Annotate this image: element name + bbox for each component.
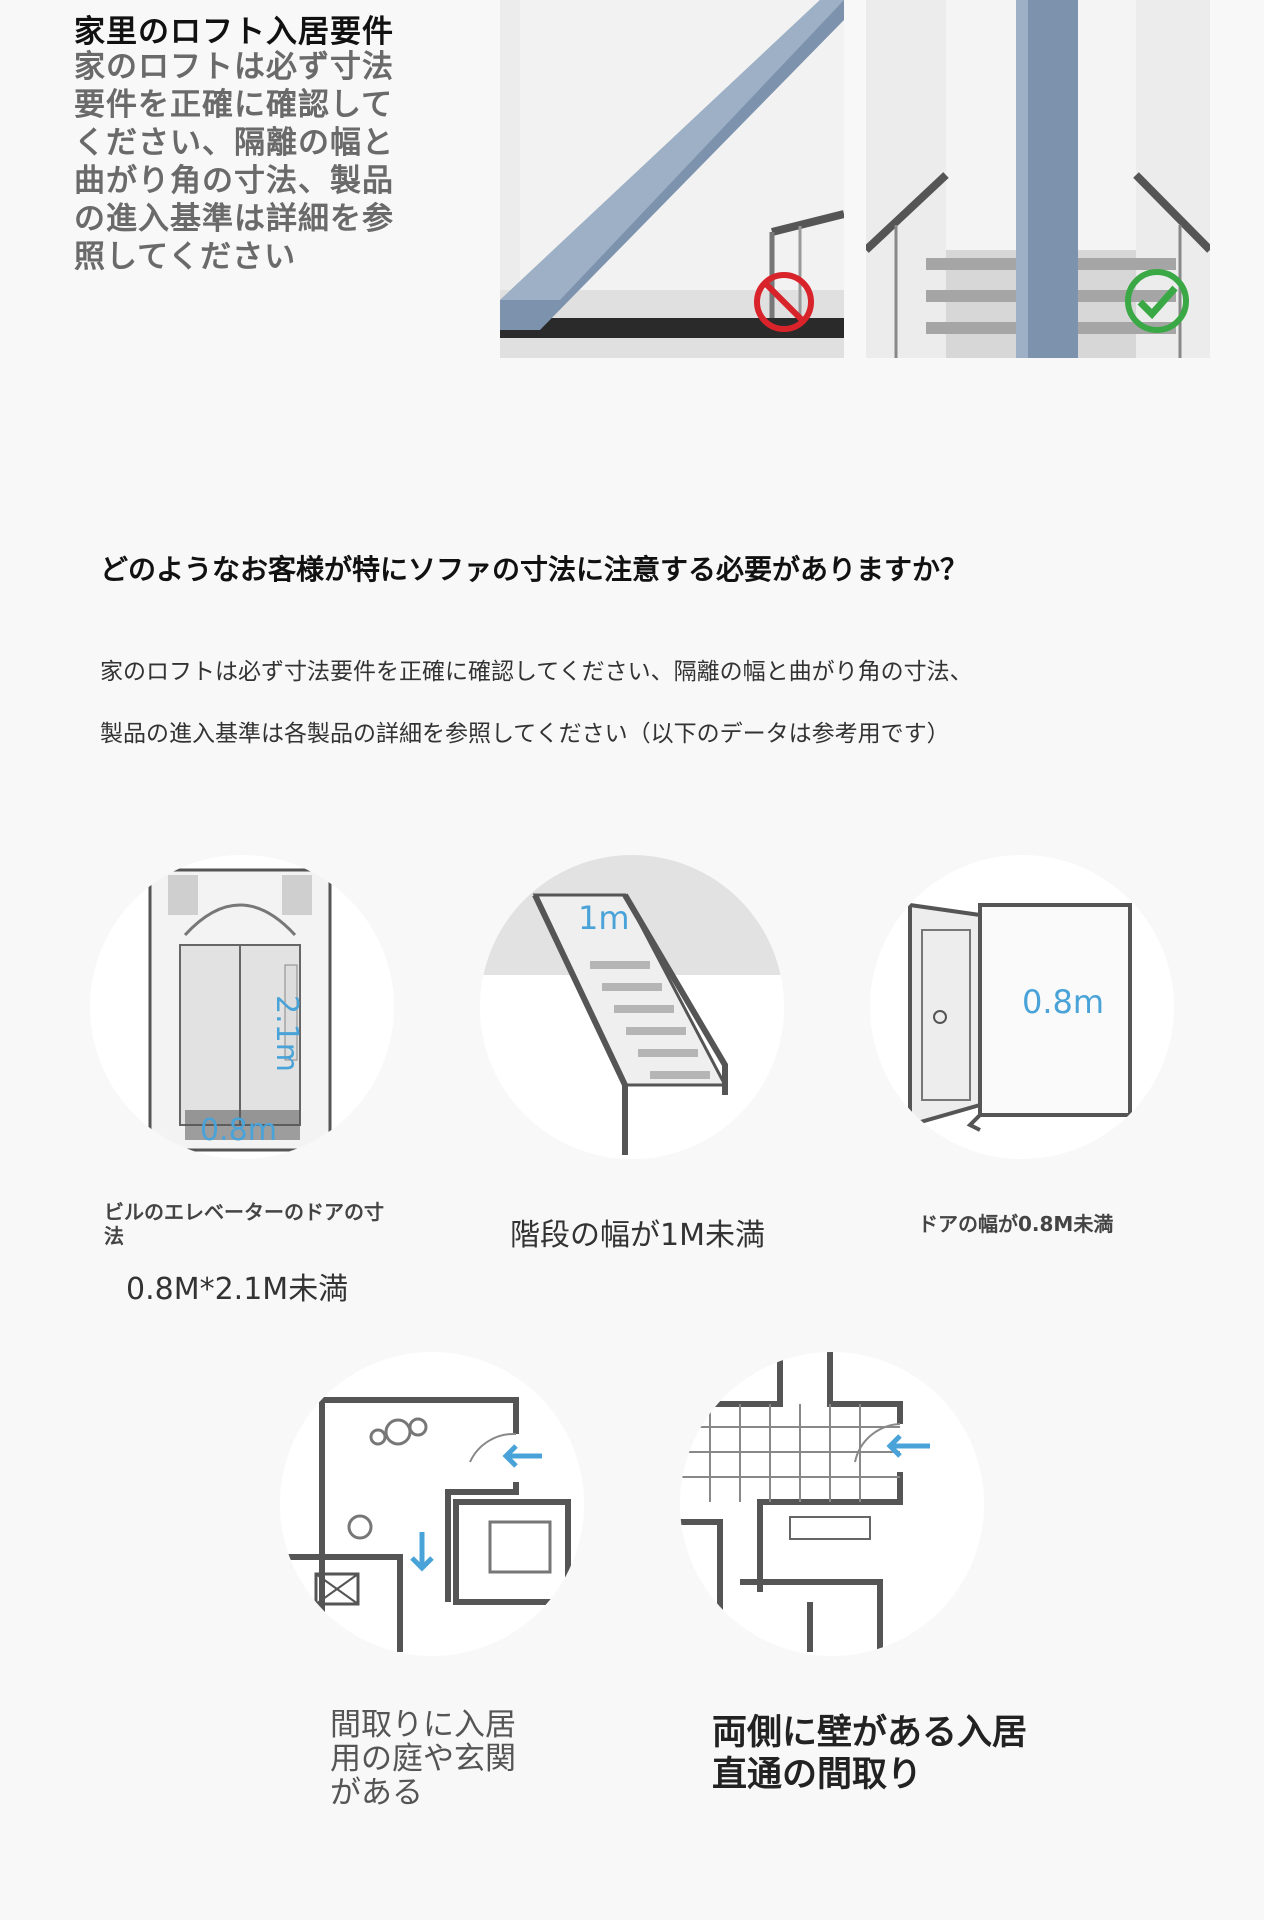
stairs-fit-illustration [866, 0, 1210, 358]
stairs-caption: 階段の幅が1M未満 [510, 1218, 765, 1253]
check-icon [1125, 269, 1189, 333]
floorplan-yard-illustration [280, 1352, 584, 1656]
floorplan-walls-illustration [680, 1352, 984, 1656]
elevator-caption-size: 0.8M*2.1M未満 [126, 1272, 349, 1307]
section-title: どのようなお客様が特にソファの寸法に注意する必要がありますか？ [100, 553, 969, 586]
section-paragraph-line1: 家のロフトは必ず寸法要件を正確に確認してください、隔離の幅と曲がり角の寸法、 [100, 659, 973, 685]
elevator-illustration: 0.8m 2.1m [90, 855, 394, 1159]
door-width-label: 0.8m [1022, 983, 1105, 1021]
stairs-width-label: 1m [578, 899, 630, 937]
door-caption: ドアの幅が0.8M未満 [918, 1212, 1114, 1236]
stairs-no-fit-illustration [500, 0, 844, 358]
no-entry-icon [754, 272, 814, 332]
top-body: 家のロフトは必ず寸法要件を正確に確認してください、隔離の幅と曲がり角の寸法、製品… [74, 49, 394, 275]
door-illustration: 0.8m [870, 855, 1174, 1159]
elevator-caption: ビルのエレベーターのドアの寸法 [104, 1200, 384, 1248]
floorplan-walls-caption: 両側に壁がある入居直通の間取り [712, 1713, 1028, 1795]
stairs-illustration: 1m [480, 855, 784, 1159]
elevator-width-label: 0.8m [200, 1113, 277, 1148]
elevator-height-label: 2.1m [269, 995, 304, 1072]
floorplan-yard-caption: 間取りに入居用の庭や玄関がある [330, 1707, 516, 1811]
section-paragraph-line2: 製品の進入基準は各製品の詳細を参照してください（以下のデータは参考用です） [100, 721, 950, 747]
top-title: 家里のロフト入居要件 [74, 14, 394, 50]
